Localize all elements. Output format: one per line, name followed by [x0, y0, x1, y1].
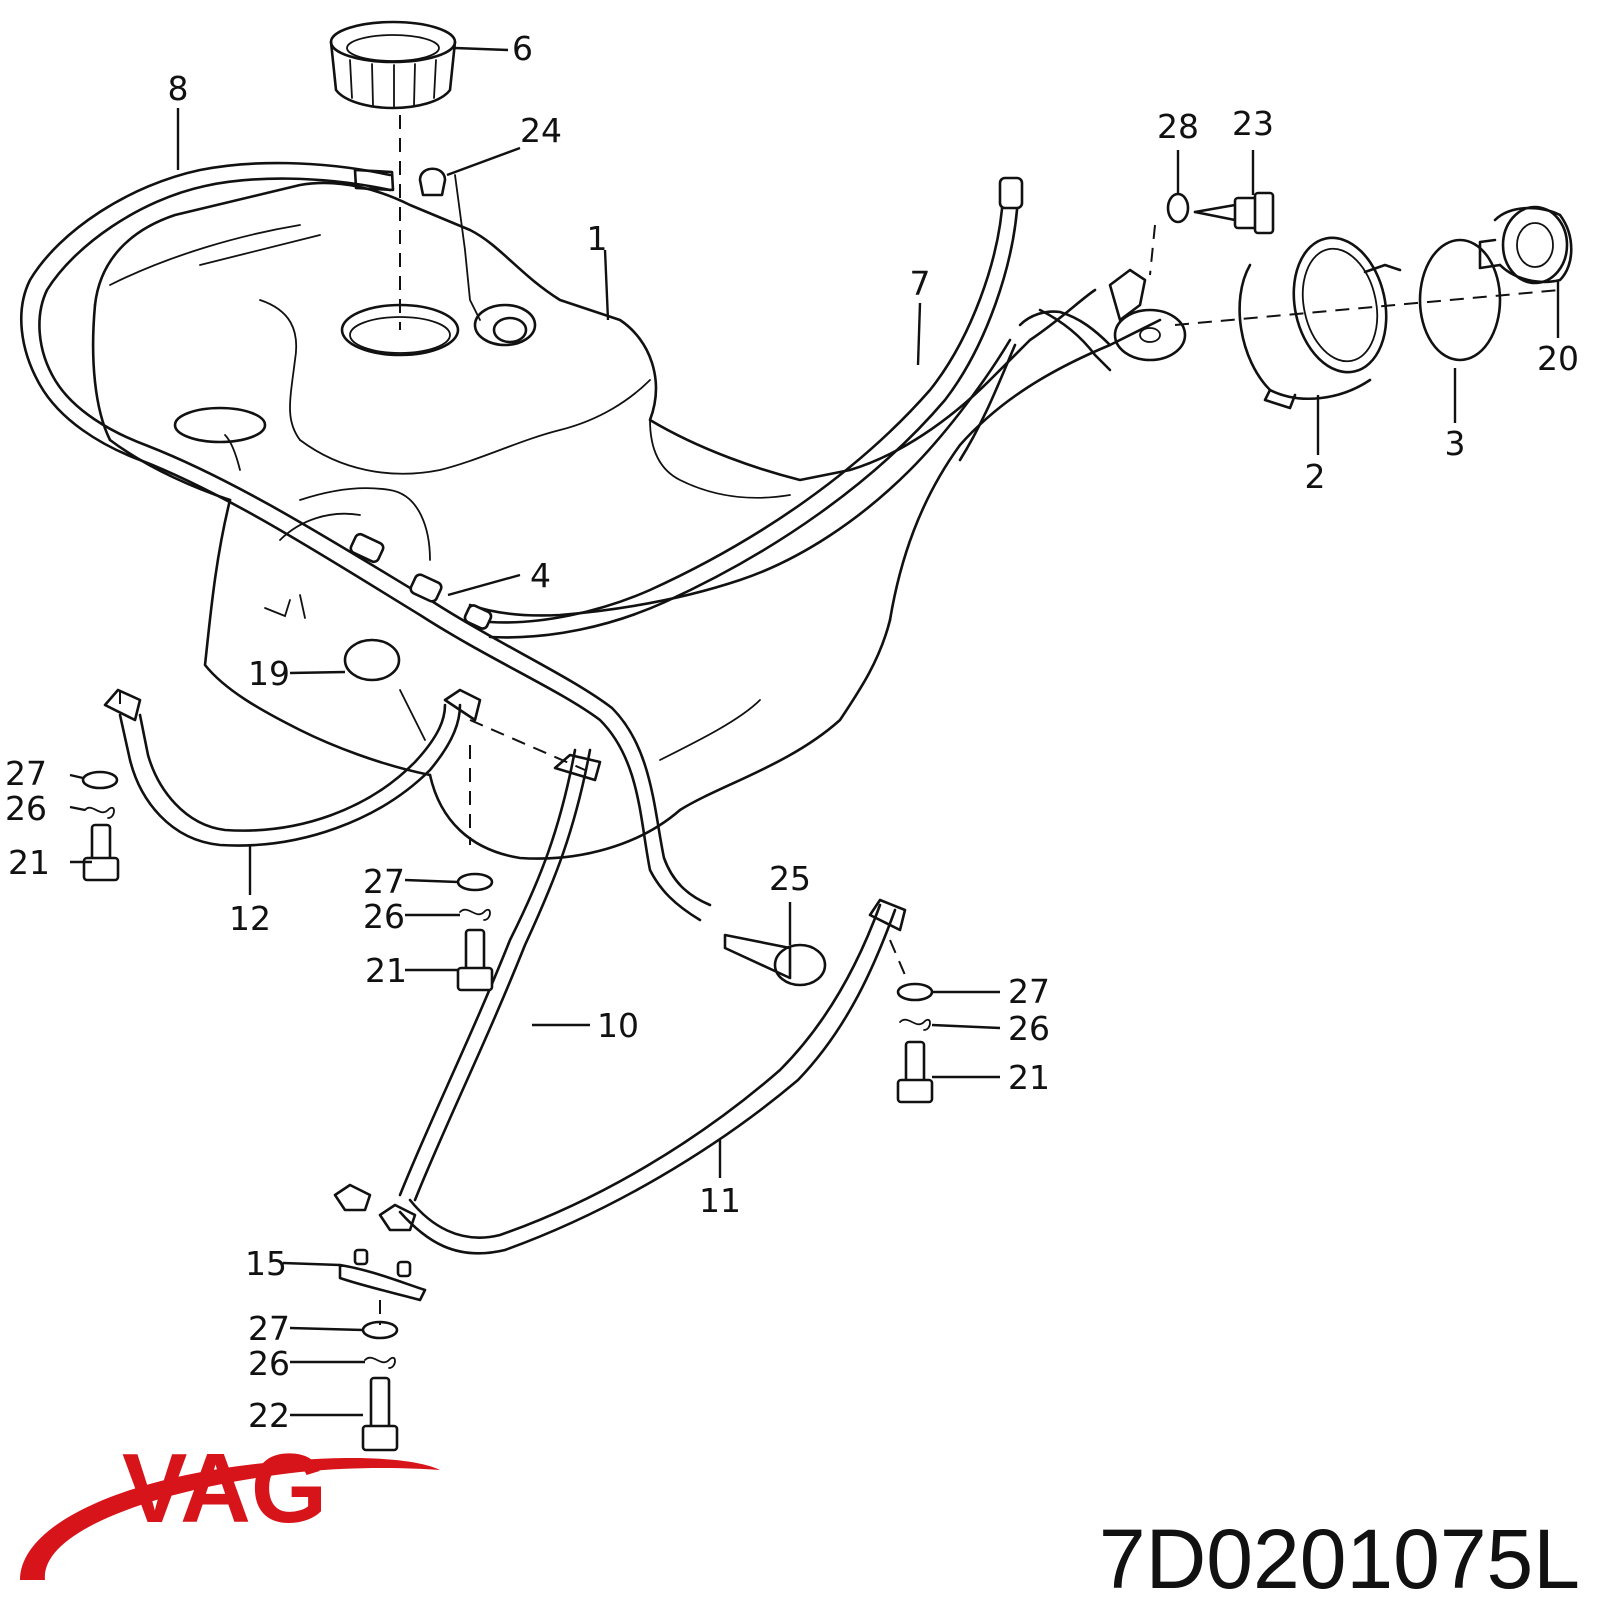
callout-label: 26 [363, 897, 405, 936]
part-number: 7D0201075L [1099, 1512, 1580, 1600]
leader-lines [69, 46, 1560, 1417]
breather-hose [20, 161, 712, 922]
logo-swoosh [20, 1458, 440, 1580]
mounting-bracket [333, 1183, 427, 1325]
callout-label: 3 [1445, 424, 1466, 463]
callout-label: 23 [1232, 104, 1274, 143]
callout-label: 24 [520, 111, 562, 150]
callout-label: 27 [1008, 972, 1050, 1011]
callout-label: 6 [512, 29, 533, 68]
callout-label: 8 [168, 69, 189, 108]
callout-label: 11 [699, 1181, 741, 1220]
callout-label: 19 [248, 654, 290, 693]
filler-housing [1108, 191, 1573, 410]
callout-label: 25 [769, 859, 811, 898]
callout-label: 1 [587, 219, 608, 258]
callout-label: 4 [530, 556, 551, 595]
callout-label: 2 [1305, 457, 1326, 496]
connector-hoses [349, 532, 493, 630]
callout-label: 22 [248, 1396, 290, 1435]
fastener-set-right [896, 982, 934, 1104]
callout-label: 10 [597, 1006, 639, 1045]
callout-label: 27 [248, 1309, 290, 1348]
callout-label: 20 [1537, 339, 1579, 378]
callout-label: 27 [5, 754, 47, 793]
clips [343, 167, 481, 741]
callout-label: 21 [1008, 1058, 1050, 1097]
fastener-set-left [81, 770, 120, 882]
fuel-tank [91, 181, 1162, 860]
logo-text: VAG [122, 1433, 327, 1543]
fastener-set-middle [456, 872, 494, 992]
tension-straps [103, 688, 907, 1255]
drain-adapter [723, 933, 827, 987]
filler-neck [958, 310, 1112, 462]
callout-label: 21 [8, 843, 50, 882]
callout-label: 21 [365, 951, 407, 990]
callout-label: 28 [1157, 107, 1199, 146]
callout-label: 26 [248, 1344, 290, 1383]
callout-labels: 1 2 3 4 6 7 8 10 11 12 15 19 20 21 21 21… [5, 29, 1579, 1435]
callout-label: 7 [910, 264, 931, 303]
callout-label: 15 [245, 1244, 287, 1283]
fuel-cap [329, 20, 457, 330]
vent-hose [488, 176, 1024, 639]
vag-logo: VAG [20, 1433, 440, 1580]
callout-label: 26 [5, 789, 47, 828]
fastener-set-bottom [361, 1320, 399, 1452]
callout-label: 12 [229, 899, 271, 938]
callout-label: 27 [363, 862, 405, 901]
callout-label: 26 [1008, 1009, 1050, 1048]
